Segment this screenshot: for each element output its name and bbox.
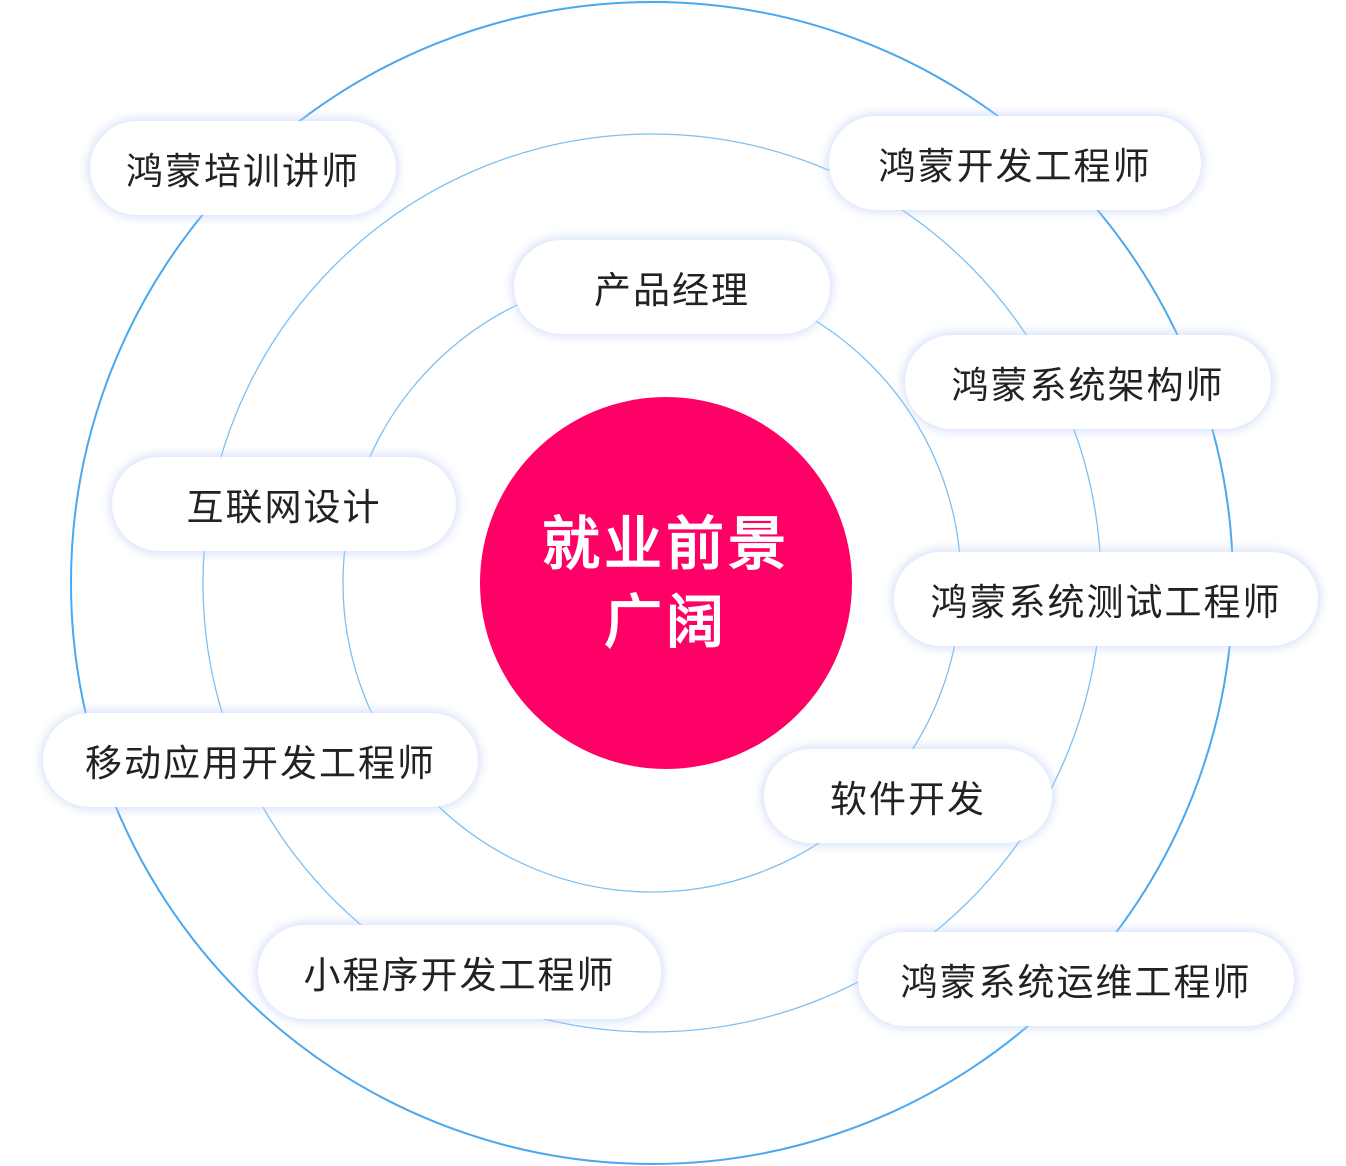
career-pill-harmony-dev-engineer: 鸿蒙开发工程师 — [829, 116, 1201, 210]
career-pill-harmony-trainer: 鸿蒙培训讲师 — [90, 121, 396, 215]
career-pill-software-dev: 软件开发 — [764, 749, 1052, 843]
career-pill-mini-program-engineer: 小程序开发工程师 — [258, 925, 661, 1019]
career-pill-harmony-architect: 鸿蒙系统架构师 — [905, 335, 1271, 429]
career-pill-internet-design: 互联网设计 — [112, 457, 456, 551]
career-pill-harmony-test-engineer: 鸿蒙系统测试工程师 — [894, 552, 1318, 646]
center-title-line2: 广阔 — [603, 588, 728, 656]
center-circle: 就业前景 广阔 — [480, 397, 852, 769]
career-pill-product-manager: 产品经理 — [514, 240, 830, 334]
career-pill-mobile-app-engineer: 移动应用开发工程师 — [43, 713, 478, 807]
center-title-line1: 就业前景 — [541, 510, 790, 578]
career-pill-harmony-ops-engineer: 鸿蒙系统运维工程师 — [858, 932, 1294, 1026]
